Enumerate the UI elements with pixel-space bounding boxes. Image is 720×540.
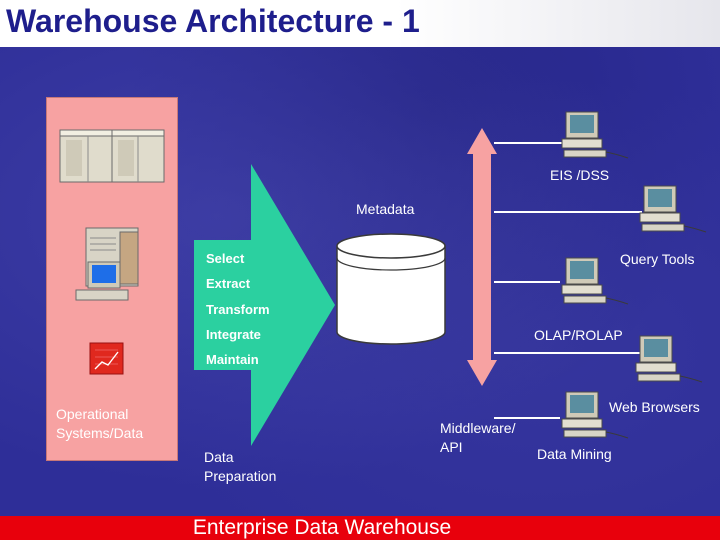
mainframe-icon <box>59 129 165 183</box>
step-integrate: Integrate <box>206 327 261 342</box>
workstation-icon <box>561 391 629 439</box>
operational-systems-label: Operational Systems/Data <box>56 406 144 441</box>
workstation-icon <box>561 111 629 159</box>
data-warehouse-cylinder <box>336 233 446 345</box>
data-preparation-label: Data Preparation <box>204 449 277 484</box>
workstation-icon <box>639 185 707 233</box>
client-web-browsers-label: Web Browsers <box>609 399 700 415</box>
minicomputer-icon <box>75 227 139 301</box>
client-olap-rolap-label: OLAP/ROLAP <box>534 327 623 343</box>
title-bar <box>0 0 720 47</box>
workstation-icon <box>635 335 703 383</box>
data-preparation-arrow <box>194 164 335 446</box>
step-transform: Transform <box>206 302 270 317</box>
footer-bar <box>0 516 720 540</box>
footer-title: Enterprise Data Warehouse <box>192 516 452 539</box>
step-select: Select <box>206 251 245 266</box>
data-warehouse-label: Data Warehouse <box>355 305 427 340</box>
middleware-label: Middleware/ API <box>440 420 516 455</box>
step-maintain: Maintain <box>206 352 259 367</box>
chart-icon <box>89 342 124 375</box>
page-title: Warehouse Architecture - 1 <box>6 3 420 39</box>
client-data-mining-label: Data Mining <box>537 446 612 462</box>
connector-lines <box>494 142 642 419</box>
metadata-label: Metadata <box>356 201 415 217</box>
client-eis-dss-label: EIS /DSS <box>550 167 610 183</box>
middleware-bus <box>467 128 497 386</box>
workstation-icon <box>561 257 629 305</box>
step-extract: Extract <box>206 276 251 291</box>
client-query-tools-label: Query Tools <box>620 251 695 267</box>
